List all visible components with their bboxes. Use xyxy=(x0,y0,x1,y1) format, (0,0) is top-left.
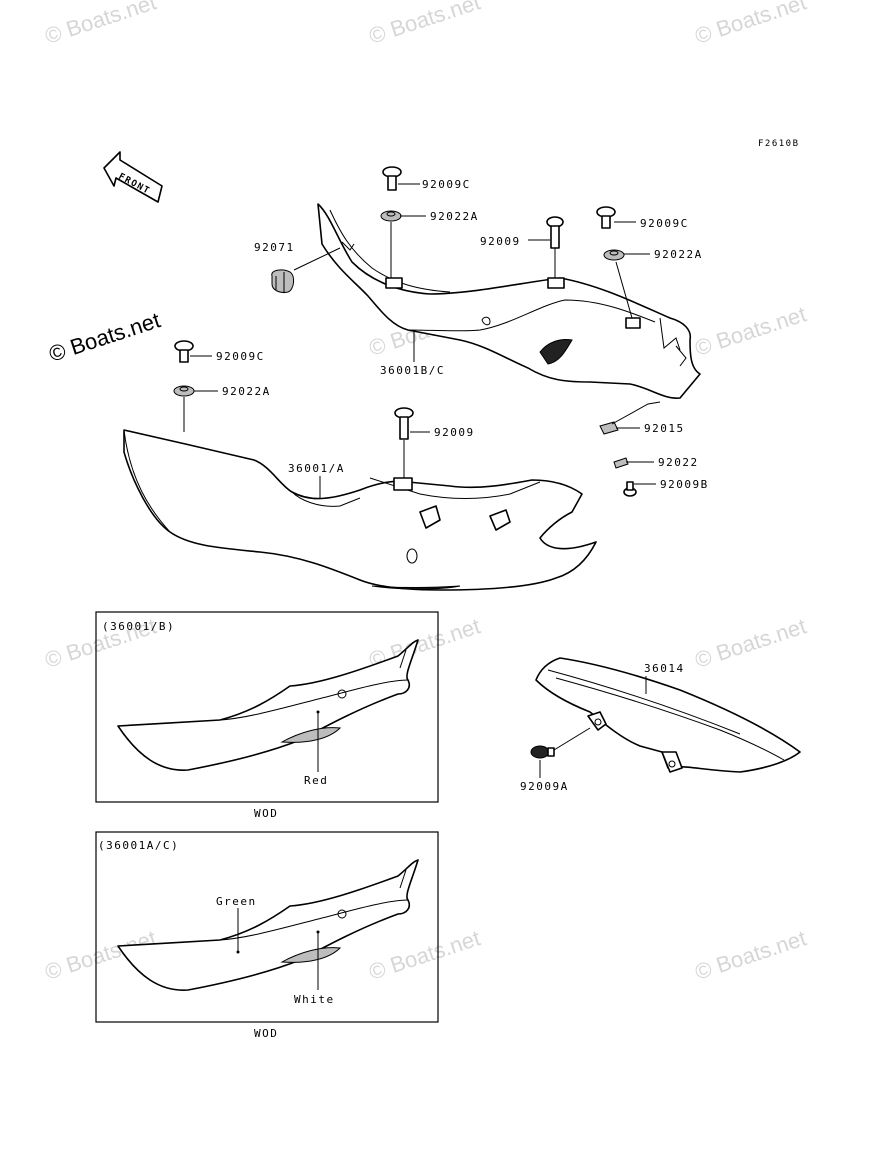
label-36001A: 36001/A xyxy=(288,462,345,475)
part-36014: 36014 xyxy=(535,657,801,773)
label-92071: 92071 xyxy=(254,241,295,254)
inset2-caption: WOD xyxy=(254,1027,278,1040)
watermark: © Boats.net xyxy=(692,925,809,984)
label-36014: 36014 xyxy=(644,662,685,675)
label-92009: 92009 xyxy=(480,235,521,248)
watermark: © Boats.net xyxy=(42,0,159,49)
fastener-92009 xyxy=(546,216,564,249)
watermark: © Boats.net xyxy=(692,0,809,49)
label-92022: 92022 xyxy=(658,456,699,469)
inset-36001AC: (36001A/C) Green White xyxy=(95,831,439,1023)
watermark: © Boats.net xyxy=(366,0,483,49)
washer-92022A-c xyxy=(173,385,195,397)
part-labels: 92009C 92022A 92009 92009C 92022A 92071 … xyxy=(216,178,709,491)
fastener-92009C-b xyxy=(596,206,616,229)
label-36001BC: 36001B/C xyxy=(380,364,445,377)
washer-92022 xyxy=(613,457,629,469)
clip-92015 xyxy=(599,421,619,435)
seat-cover-upper xyxy=(317,203,701,399)
inset-title: (36001A/C) xyxy=(98,839,179,852)
inset-title: (36001/B) xyxy=(102,620,175,633)
label-92022A: 92022A xyxy=(222,385,271,398)
figure-code: F2610B xyxy=(758,139,800,149)
fastener-92009A: 92009A xyxy=(520,727,591,793)
fastener-92009-b xyxy=(394,407,414,440)
watermark-main: © Boats.net xyxy=(46,307,163,366)
leader-lines xyxy=(183,183,661,498)
washer-92022A-b xyxy=(603,249,625,261)
inset1-caption: WOD xyxy=(254,807,278,820)
fastener-92009C-c xyxy=(174,340,194,363)
watermark: © Boats.net xyxy=(366,925,483,984)
inset-36001B: (36001/B) Red xyxy=(95,611,439,803)
watermark: © Boats.net xyxy=(692,301,809,360)
front-arrow-icon: FRONT xyxy=(103,151,163,203)
fastener-92009C-a xyxy=(382,166,402,191)
grommet-92071 xyxy=(271,269,295,293)
label-92009C: 92009C xyxy=(422,178,471,191)
label-92009C: 92009C xyxy=(216,350,265,363)
label-92009: 92009 xyxy=(434,426,475,439)
watermark: © Boats.net xyxy=(692,613,809,672)
seat-cover-lower xyxy=(123,429,597,591)
washer-92022A-a xyxy=(380,210,402,222)
label-white: White xyxy=(294,993,335,1006)
label-92022A: 92022A xyxy=(430,210,479,223)
label-92009C: 92009C xyxy=(640,217,689,230)
label-92009A: 92009A xyxy=(520,780,569,793)
label-92022A: 92022A xyxy=(654,248,703,261)
label-green: Green xyxy=(216,895,257,908)
label-92015: 92015 xyxy=(644,422,685,435)
fastener-92009B xyxy=(623,481,637,497)
label-red: Red xyxy=(304,774,328,787)
label-92009B: 92009B xyxy=(660,478,709,491)
